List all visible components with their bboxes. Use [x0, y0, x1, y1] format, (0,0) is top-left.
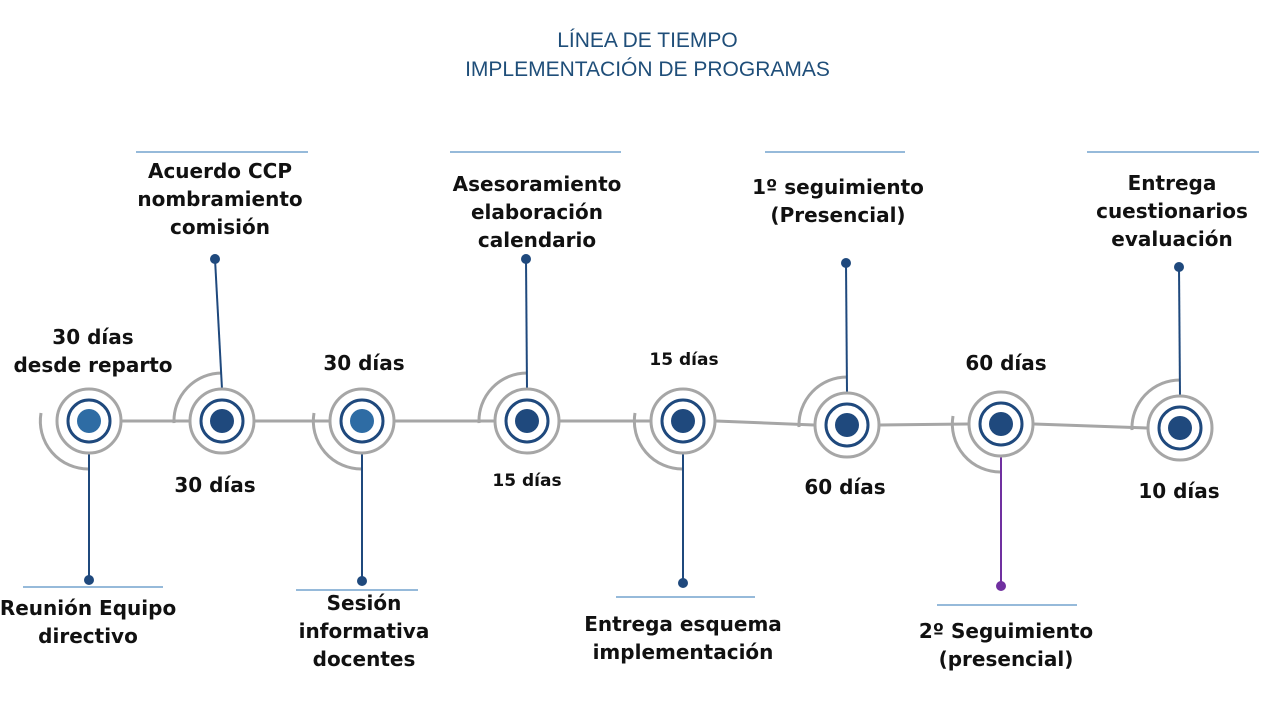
arc-decoration [797, 375, 848, 428]
stem-line [525, 258, 528, 390]
center-dot [1168, 416, 1192, 440]
arc-decoration [950, 415, 1002, 474]
center-dot [210, 409, 234, 433]
duration-label-6: 60 días [804, 475, 886, 499]
stem-end-dot [521, 254, 531, 264]
stem-line [845, 262, 848, 394]
event-label-7: 2º Seguimiento(presencial) [918, 619, 1094, 671]
center-dot [77, 409, 101, 433]
duration-label-7: 60 días [965, 351, 1047, 375]
stem-end-dot [1174, 262, 1184, 272]
stem-end-dot [210, 254, 220, 264]
stem-line [214, 258, 223, 390]
arc-decoration [477, 371, 528, 424]
arc-decoration [632, 412, 684, 471]
event-label-6: 1º seguimiento(Presencial) [752, 175, 924, 227]
stem-end-dot [678, 578, 688, 588]
center-dot [989, 412, 1013, 436]
duration-label-3: 30 días [323, 351, 405, 375]
arc-decoration [172, 371, 223, 424]
center-dot [350, 409, 374, 433]
stem-end-dot [841, 258, 851, 268]
arc-decoration [311, 412, 363, 471]
duration-label-5: 15 días [649, 350, 719, 370]
title-line-2: IMPLEMENTACIÓN DE PROGRAMAS [465, 58, 830, 81]
center-dot [515, 409, 539, 433]
connector-line [879, 422, 969, 427]
duration-label-8: 10 días [1138, 479, 1220, 503]
stem-end-dot [357, 576, 367, 586]
center-dot [835, 413, 859, 437]
stem-end-dot [84, 575, 94, 585]
stem-line [1178, 266, 1181, 397]
stem-end-dot [996, 581, 1006, 591]
duration-label-4: 15 días [492, 471, 562, 491]
arc-decoration [1130, 378, 1181, 431]
arc-decoration [38, 412, 90, 471]
center-dot [671, 409, 695, 433]
title-line-1: LÍNEA DE TIEMPO [557, 29, 738, 52]
connector-line [1033, 422, 1148, 430]
duration-label-2: 30 días [174, 473, 256, 497]
